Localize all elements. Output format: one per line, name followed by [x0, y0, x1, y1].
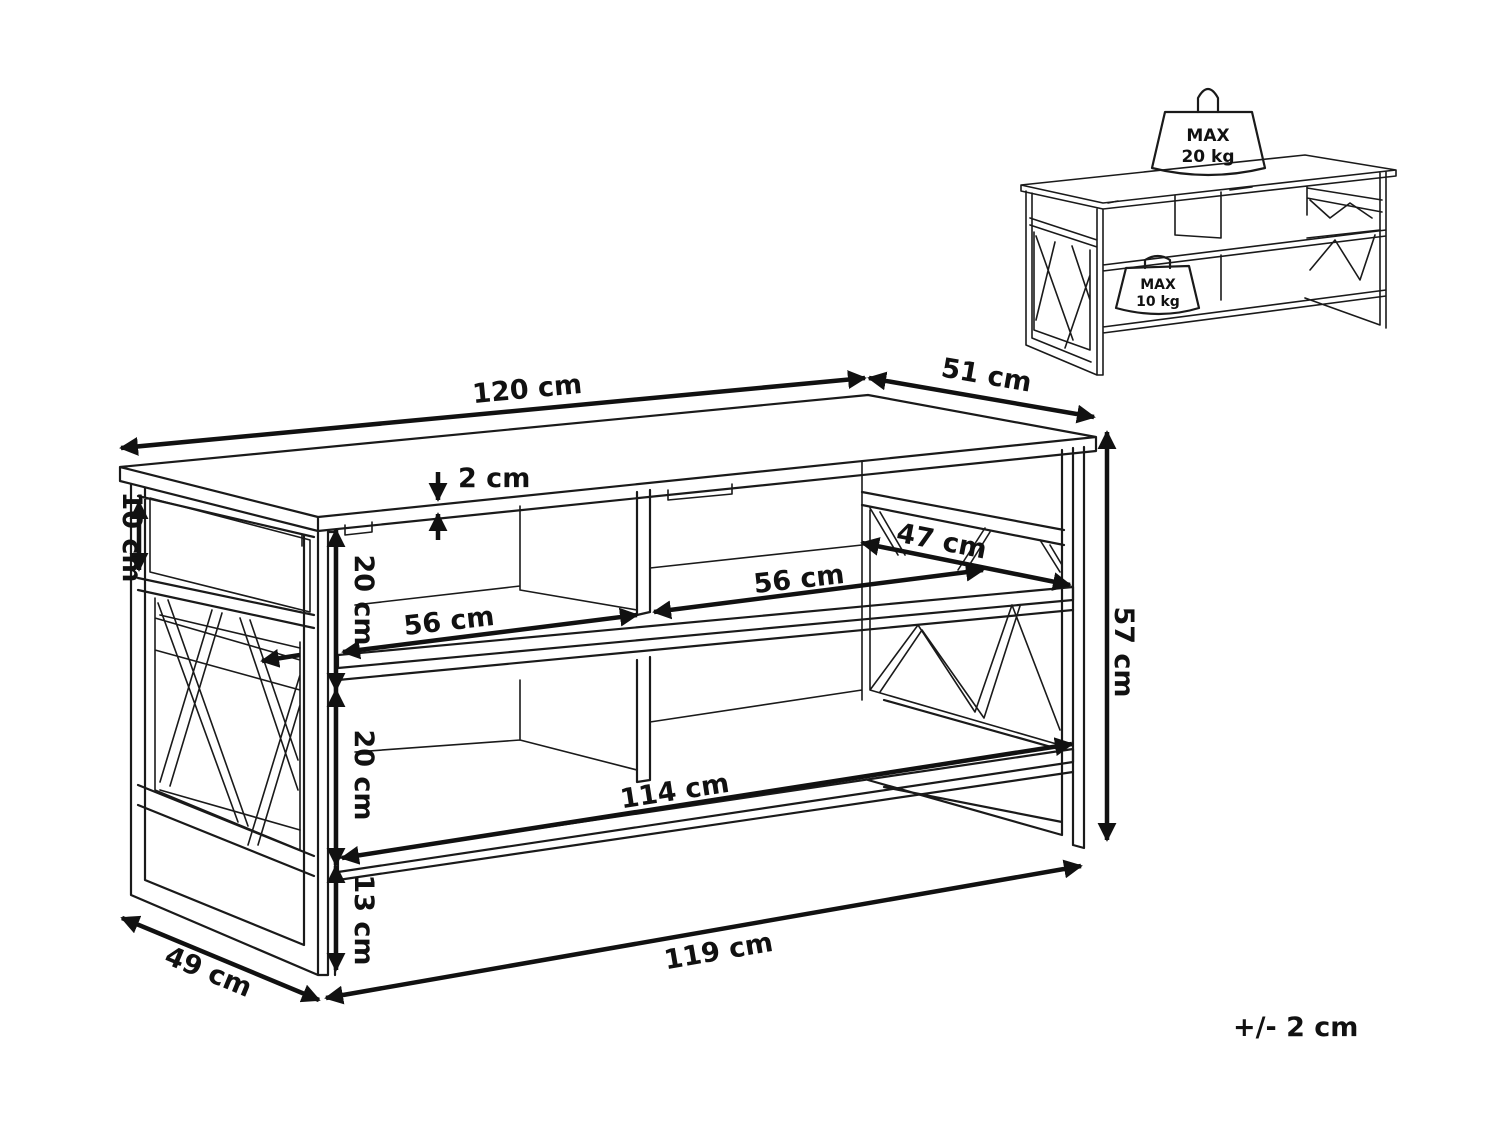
- dimension-lines: [119, 370, 1117, 1005]
- weight-handle-shelf: [1143, 254, 1172, 270]
- left-inner-lines: [159, 614, 301, 831]
- shelf-load-label: MAX: [1140, 277, 1176, 293]
- shelf-load-value: 10 kg: [1136, 294, 1180, 310]
- dim-line-base-width: [324, 859, 1083, 1005]
- label-drawer-height: 10 cm: [116, 491, 147, 582]
- drawer-front-left: [149, 497, 311, 613]
- weight-body-shelf: [1114, 264, 1201, 316]
- inset-handles: [1107, 186, 1253, 204]
- label-upper-shelf-height: 20 cm: [348, 554, 379, 645]
- drawer-handle: [667, 483, 733, 501]
- label-base-depth: 49 cm: [160, 940, 256, 1004]
- shelf-weight: MAX 10 kg: [1114, 254, 1201, 316]
- label-lower-shelf-height: 20 cm: [348, 729, 379, 820]
- label-tolerance: +/- 2 cm: [1233, 1012, 1358, 1043]
- dim-line-side-inner: [260, 649, 301, 668]
- label-right-shelf-width: 56 cm: [752, 559, 846, 600]
- dim-line-shelf-depth: [860, 537, 1072, 591]
- label-top-thickness: 2 cm: [458, 463, 530, 494]
- weight-body-top: [1150, 110, 1267, 177]
- inset-lattice-right: [1306, 199, 1381, 281]
- front-structure: [326, 530, 1075, 977]
- load-inset: MAX 20 kg MAX 10 kg: [1020, 87, 1397, 376]
- dim-line-inner-width: [340, 737, 1074, 865]
- tabletop: [118, 393, 1098, 533]
- label-foot-clearance: 13 cm: [348, 874, 379, 965]
- left-lattice: [154, 597, 301, 851]
- left-compartment: [354, 505, 638, 771]
- dim-line-left-shelf: [341, 607, 639, 660]
- right-frame: [860, 445, 1086, 850]
- label-total-height: 57 cm: [1108, 606, 1139, 697]
- dim-line-base-depth: [120, 915, 321, 1003]
- top-load-value: 20 kg: [1181, 147, 1234, 167]
- top-load-label: MAX: [1186, 126, 1229, 146]
- center-divider: [635, 488, 652, 784]
- dimension-labels: 120 cm 51 cm 2 cm 10 cm 57 cm 20 cm 20 c…: [116, 353, 1358, 1043]
- left-frame: [129, 482, 330, 977]
- dim-line-top-depth: [867, 371, 1096, 424]
- top-weight: MAX 20 kg: [1150, 87, 1267, 177]
- inset-stand: [1020, 154, 1397, 376]
- inset-lattice-left: [1033, 231, 1091, 351]
- weight-handle-top: [1196, 87, 1220, 114]
- dim-line-top-width: [119, 370, 867, 456]
